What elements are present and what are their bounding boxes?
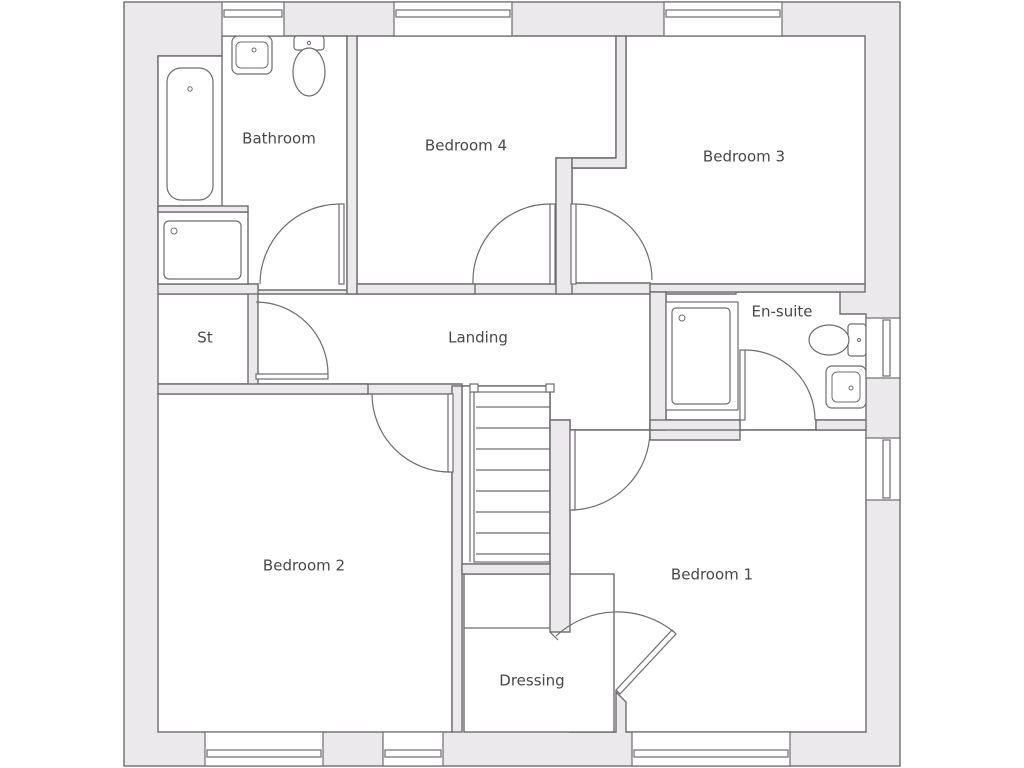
label-landing: Landing (448, 329, 508, 347)
room-store (157, 293, 249, 385)
bath-drain-icon (187, 86, 193, 92)
room-bedroom-2 (157, 393, 453, 733)
window-bedroom-2 (204, 731, 324, 767)
ensuite-flush-icon (857, 338, 861, 342)
label-bedroom-4: Bedroom 4 (425, 137, 507, 155)
window-ensuite (865, 317, 901, 379)
label-bedroom-2: Bedroom 2 (263, 557, 345, 575)
bath-icon (166, 67, 214, 201)
staircase (469, 383, 555, 563)
ensuite-drain-icon (678, 314, 686, 322)
ensuite-basin-bowl (831, 371, 861, 403)
room-bedroom-1 (569, 429, 867, 733)
label-store: St (197, 329, 213, 347)
shower-drain-icon (170, 227, 178, 235)
wall-stair-dressing (461, 563, 551, 575)
dressing-door[interactable] (549, 611, 677, 695)
bedroom-3-door[interactable] (570, 203, 653, 285)
ensuite-tap-icon (848, 385, 854, 391)
label-ensuite: En-suite (752, 303, 813, 321)
wall-bath-bed4 (346, 35, 358, 295)
toilet-flush-icon (306, 40, 312, 46)
basin-tap-icon (251, 47, 257, 53)
wall-ensuite-bed1-b (815, 419, 867, 431)
window-bedroom-1 (631, 731, 791, 767)
ensuite-shower-tray-icon (671, 307, 731, 405)
window-bedroom-1-side (865, 437, 901, 501)
label-bedroom-1: Bedroom 1 (671, 566, 753, 584)
window-bathroom (221, 1, 285, 37)
wall-stair-left (451, 385, 463, 733)
wall-bed4-landing (356, 283, 476, 295)
bathroom-door[interactable] (259, 203, 345, 285)
label-bathroom: Bathroom (242, 130, 316, 148)
bedroom-1-door[interactable] (569, 429, 651, 511)
label-bedroom-3: Bedroom 3 (703, 148, 785, 166)
shower-tray-icon (163, 220, 242, 280)
wall-store-bed2 (157, 383, 369, 395)
bedroom-4-door[interactable] (472, 203, 556, 285)
ensuite-basin-icon (825, 365, 867, 409)
wall-ensuite-bed1 (649, 419, 741, 431)
stair-well (461, 385, 551, 565)
wall-bed4-bed3 (555, 157, 573, 295)
toilet-bowl-icon (292, 47, 326, 97)
wall-stair-right (549, 419, 571, 633)
bath-shower-ledge (157, 205, 249, 213)
ensuite-door[interactable] (739, 349, 816, 421)
room-dressing (463, 573, 615, 733)
window-landing-bottom (382, 731, 444, 767)
ensuite-toilet-icon (808, 324, 850, 356)
wall-landing-ensuite (649, 291, 667, 431)
wall-under-bath (157, 283, 259, 295)
bedroom-2-door[interactable] (371, 393, 454, 473)
store-door[interactable] (255, 301, 329, 380)
label-dressing: Dressing (499, 672, 564, 690)
window-bedroom-3 (663, 1, 783, 37)
basin-bowl (235, 41, 269, 69)
wall-bed4-bed3-upper (571, 35, 627, 169)
wall-bed3-landing (649, 283, 866, 293)
window-bedroom-4 (393, 1, 513, 37)
